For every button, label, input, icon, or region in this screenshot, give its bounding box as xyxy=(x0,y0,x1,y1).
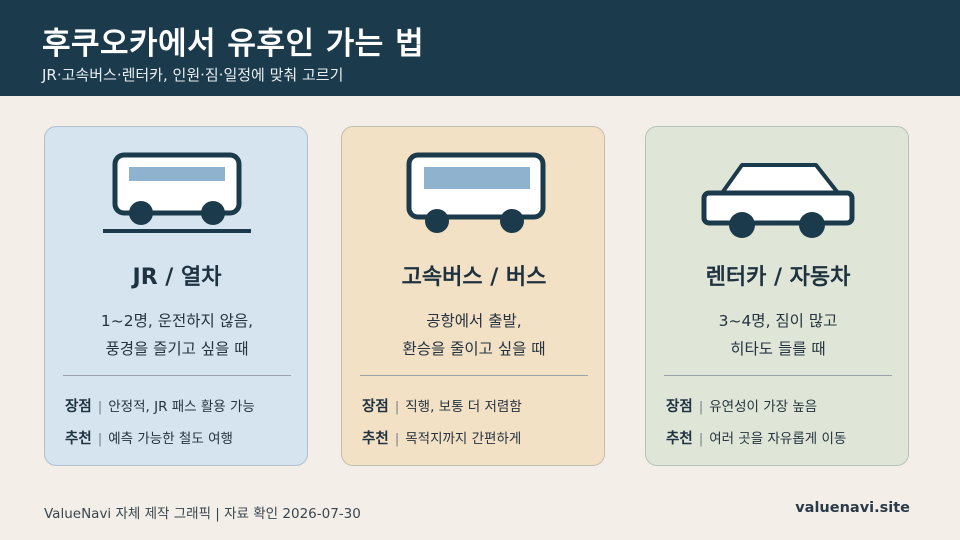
pros-text: 직행, 보통 더 저렴함 xyxy=(405,399,522,415)
train-icon xyxy=(103,152,251,233)
header-banner: 후쿠오카에서 유후인 가는 법 JR·고속버스·렌터카, 인원·짐·일정에 맞춰… xyxy=(0,0,960,96)
pros-row: 장점|유연성이 가장 높음 xyxy=(666,399,818,415)
card-desc-line: 공항에서 출발, xyxy=(426,312,522,330)
pros-text: 안정적, JR 패스 활용 가능 xyxy=(108,399,255,415)
card-description: 3~4명, 짐이 많고 히타도 들를 때 xyxy=(646,307,910,363)
card-description: 공항에서 출발, 환승을 줄이고 싶을 때 xyxy=(342,307,606,363)
pros-label: 장점 xyxy=(65,399,92,415)
pros-label: 장점 xyxy=(666,399,693,415)
bus-icon xyxy=(406,152,546,233)
card-desc-line: 1~2명, 운전하지 않음, xyxy=(100,312,254,330)
pros-row: 장점|안정적, JR 패스 활용 가능 xyxy=(65,399,255,415)
page-subtitle: JR·고속버스·렌터카, 인원·짐·일정에 맞춰 고르기 xyxy=(42,66,344,84)
pros-row: 장점|직행, 보통 더 저렴함 xyxy=(362,399,522,415)
card-title: 고속버스 / 버스 xyxy=(401,265,547,290)
car-icon xyxy=(701,163,855,238)
recommend-text: 예측 가능한 철도 여행 xyxy=(108,431,233,447)
recommend-text: 목적지까지 간편하게 xyxy=(405,431,522,447)
card-desc-line: 3~4명, 짐이 많고 xyxy=(718,312,838,330)
card-description: 1~2명, 운전하지 않음, 풍경을 즐기고 싶을 때 xyxy=(45,307,309,363)
recommend-row: 추천|예측 가능한 철도 여행 xyxy=(65,431,233,447)
recommend-text: 여러 곳을 자유롭게 이동 xyxy=(709,431,847,447)
card-divider xyxy=(664,375,892,376)
footer-credit: ValueNavi 자체 제작 그래픽 | 자료 확인 2026-07-30 xyxy=(44,506,361,522)
recommend-row: 추천|여러 곳을 자유롭게 이동 xyxy=(666,431,847,447)
recommend-row: 추천|목적지까지 간편하게 xyxy=(362,431,522,447)
pros-label: 장점 xyxy=(362,399,389,415)
card-title: JR / 열차 xyxy=(132,265,222,290)
pros-text: 유연성이 가장 높음 xyxy=(709,399,818,415)
page-title: 후쿠오카에서 유후인 가는 법 xyxy=(42,26,425,62)
recommend-label: 추천 xyxy=(362,431,389,447)
card-bus: 고속버스 / 버스 공항에서 출발, 환승을 줄이고 싶을 때 장점|직행, 보… xyxy=(341,126,605,466)
card-desc-line: 환승을 줄이고 싶을 때 xyxy=(402,340,546,358)
card-car: 렌터카 / 자동차 3~4명, 짐이 많고 히타도 들를 때 장점|유연성이 가… xyxy=(645,126,909,466)
card-title: 렌터카 / 자동차 xyxy=(705,265,851,290)
card-desc-line: 히타도 들를 때 xyxy=(730,340,826,358)
card-divider xyxy=(63,375,291,376)
card-desc-line: 풍경을 즐기고 싶을 때 xyxy=(105,340,249,358)
card-jr: JR / 열차 1~2명, 운전하지 않음, 풍경을 즐기고 싶을 때 장점|안… xyxy=(44,126,308,466)
footer-site-link[interactable]: valuenavi.site xyxy=(795,500,910,516)
card-divider xyxy=(360,375,588,376)
recommend-label: 추천 xyxy=(666,431,693,447)
recommend-label: 추천 xyxy=(65,431,92,447)
